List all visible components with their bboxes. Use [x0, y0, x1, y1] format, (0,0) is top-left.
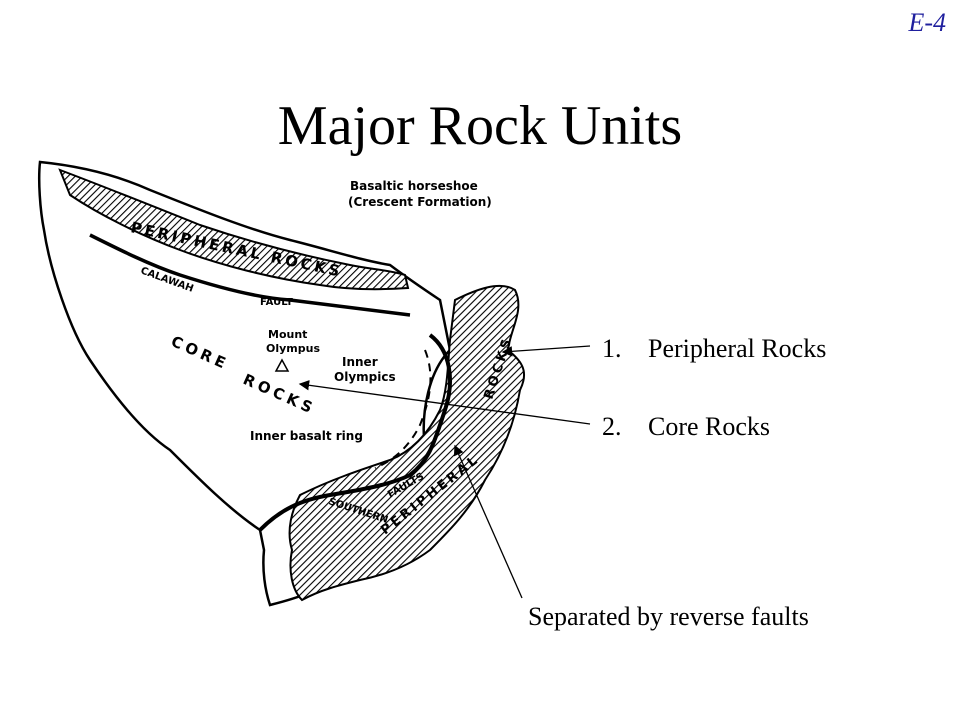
peripheral-arrow — [501, 345, 591, 357]
olympics-label: Olympics — [334, 370, 396, 384]
fault-label: FAULT — [260, 297, 293, 308]
slide-code: E-4 — [908, 8, 946, 37]
mount-olympus-marker — [274, 358, 290, 372]
list-item-core-rocks: 2. Core Rocks — [602, 412, 770, 442]
crescent-formation-label: (Crescent Formation) — [348, 195, 492, 209]
reverse-faults-note: Separated by reverse faults — [528, 602, 809, 631]
slide-title: Major Rock Units — [277, 95, 683, 157]
olympus-label: Olympus — [266, 342, 320, 355]
core-arrow — [298, 380, 591, 425]
inner-basalt-ring — [374, 349, 432, 469]
calawah-fault-line — [89, 233, 411, 317]
list-text: Peripheral Rocks — [648, 334, 827, 363]
list-item-peripheral-rocks: 1. Peripheral Rocks — [602, 334, 826, 364]
inner-basalt-ring-label: Inner basalt ring — [250, 429, 363, 443]
peripheral-rocks-north — [58, 168, 410, 291]
southern-fault-line — [258, 333, 452, 532]
list-number: 1. — [602, 334, 622, 363]
basaltic-horseshoe-label: Basaltic horseshoe — [350, 179, 478, 193]
mount-label: Mount — [268, 328, 307, 341]
list-text: Core Rocks — [648, 412, 771, 441]
olympic-peninsula-map: Basaltic horseshoe (Crescent Formation) … — [37, 160, 526, 607]
inner-label: Inner — [342, 355, 378, 369]
fault-arrow — [453, 444, 523, 599]
list-number: 2. — [602, 412, 622, 441]
